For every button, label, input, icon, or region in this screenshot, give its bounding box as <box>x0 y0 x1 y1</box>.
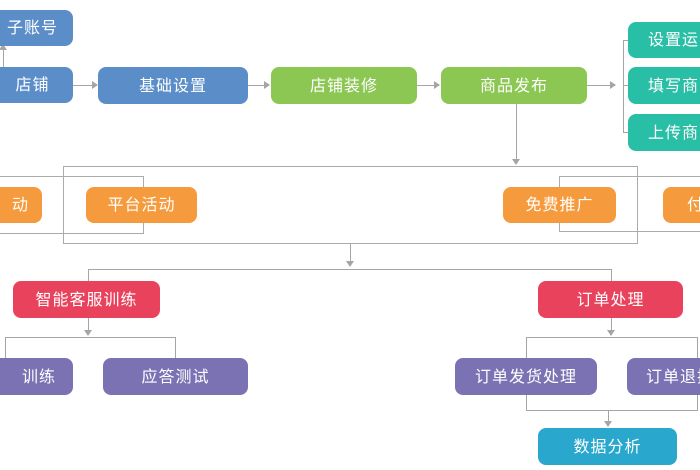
connector-line <box>5 337 6 358</box>
connector-line <box>526 337 527 358</box>
node-sub-account[interactable]: 子账号 <box>0 10 73 46</box>
connector-line <box>608 410 609 421</box>
arrowhead-down-icon <box>607 330 615 336</box>
node-answer-test[interactable]: 应答测试 <box>103 358 248 395</box>
connector-line <box>587 85 610 86</box>
connector-line <box>623 40 629 41</box>
connector-merge <box>526 410 698 411</box>
arrowhead-down-icon <box>84 330 92 336</box>
connector-line <box>350 244 351 261</box>
connector-line <box>516 104 517 159</box>
connector-bracket <box>623 40 624 133</box>
connector-line <box>248 85 265 86</box>
node-data-analysis[interactable]: 数据分析 <box>538 428 677 465</box>
connector-line <box>526 395 527 410</box>
connector-line <box>3 50 4 67</box>
node-order-shipping[interactable]: 订单发货处理 <box>455 358 597 395</box>
node-upload-product[interactable]: 上传商 <box>628 114 700 151</box>
connector-branch <box>5 337 175 338</box>
connector-line <box>697 395 698 410</box>
arrowhead-up-icon <box>0 44 7 50</box>
arrowhead-right-icon <box>264 81 270 89</box>
node-store-decoration[interactable]: 店铺装修 <box>271 67 417 104</box>
connector-line <box>611 318 612 331</box>
connector-line <box>88 269 89 281</box>
arrowhead-right-icon <box>434 81 440 89</box>
node-fill-product[interactable]: 填写商 <box>628 67 700 104</box>
node-paid-promotion[interactable]: 付 <box>663 187 700 223</box>
arrowhead-down-icon <box>604 421 612 427</box>
arrowhead-right-icon <box>92 81 98 89</box>
connector-line <box>175 337 176 358</box>
connector-line <box>88 318 89 331</box>
node-order-processing[interactable]: 订单处理 <box>538 281 683 318</box>
connector-line <box>697 337 698 358</box>
node-order-return[interactable]: 订单退换 <box>627 358 700 395</box>
connector-line <box>417 85 435 86</box>
connector-line <box>611 269 612 281</box>
node-set-shipping[interactable]: 设置运 <box>628 22 700 58</box>
arrowhead-right-icon <box>610 81 616 89</box>
node-activity[interactable]: 动 <box>0 187 42 223</box>
node-platform-activity[interactable]: 平台活动 <box>86 187 197 223</box>
arrowhead-down-icon <box>512 159 520 165</box>
node-ai-service-training[interactable]: 智能客服训练 <box>13 281 160 318</box>
connector-line <box>73 85 94 86</box>
node-product-publish[interactable]: 商品发布 <box>441 67 587 104</box>
node-basic-setup[interactable]: 基础设置 <box>98 67 248 104</box>
node-training[interactable]: 训练 <box>0 358 73 395</box>
connector-branch <box>526 337 697 338</box>
node-free-promotion[interactable]: 免费推广 <box>503 187 616 223</box>
connector-line <box>623 85 629 86</box>
connector-branch <box>88 269 611 270</box>
group-frame-promotion <box>63 166 638 244</box>
node-store[interactable]: 店铺 <box>0 67 73 103</box>
connector-line <box>623 132 629 133</box>
arrowhead-down-icon <box>346 261 354 267</box>
